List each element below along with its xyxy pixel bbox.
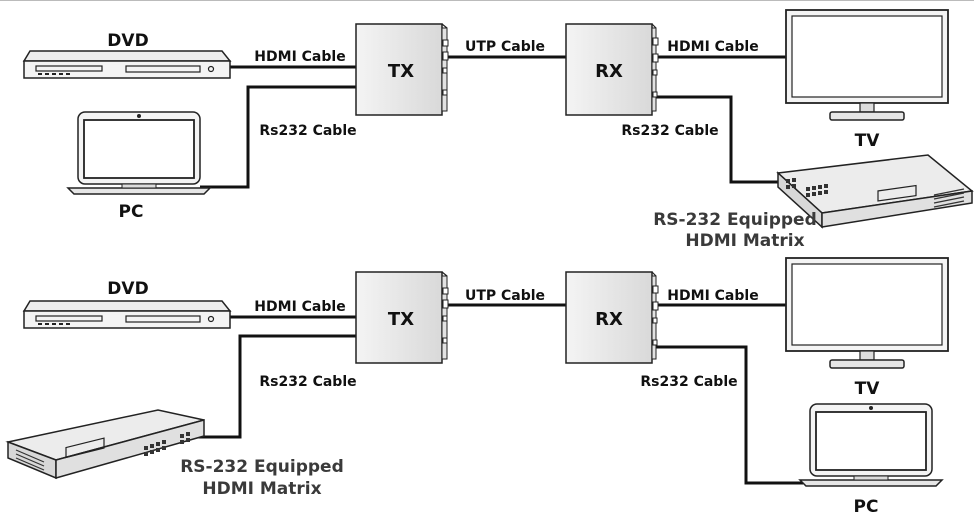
dvd-player-icon (22, 50, 232, 79)
hdmi-out-cable-label: HDMI Cable (667, 39, 758, 55)
tx-label: TX (388, 61, 414, 82)
hdmi-in-cable-label: HDMI Cable (254, 49, 345, 65)
dvd-label: DVD (107, 279, 148, 299)
hdmi-matrix-icon (776, 154, 974, 229)
tv-label: TV (855, 379, 881, 399)
tv-icon (785, 9, 949, 121)
scenario-1: DVD PC TX (22, 9, 974, 251)
laptop-icon (66, 111, 212, 195)
rs232-right-cable-label: Rs232 Cable (640, 374, 737, 390)
matrix-label-line2: HDMI Matrix (202, 479, 321, 499)
rs232-right-cable (656, 95, 780, 184)
rs232-right-cable (656, 345, 803, 485)
tx-extender (355, 271, 449, 364)
matrix-label-line1: RS-232 Equipped (653, 210, 817, 230)
scenario-2: DVD RS-232 Equipped HDMI Matrix TX (5, 257, 949, 517)
rs232-left-cable (200, 85, 356, 189)
rx-label: RX (595, 61, 623, 82)
tv-icon (785, 257, 949, 369)
utp-cable-label: UTP Cable (465, 288, 545, 304)
rx-label: RX (595, 309, 623, 330)
utp-cable-label: UTP Cable (465, 39, 545, 55)
cables (196, 303, 803, 485)
tv-label: TV (855, 131, 881, 151)
pc-label: PC (119, 202, 144, 222)
matrix-label-line1: RS-232 Equipped (180, 457, 344, 477)
cables (200, 55, 786, 189)
tx-extender (355, 23, 449, 116)
dvd-label: DVD (107, 31, 148, 51)
rs232-left-cable-label: Rs232 Cable (259, 374, 356, 390)
hdmi-matrix-icon (5, 409, 205, 480)
rs232-left-cable (196, 334, 356, 439)
rs232-right-cable-label: Rs232 Cable (621, 123, 718, 139)
dvd-player-icon (22, 300, 232, 329)
hdmi-in-cable-label: HDMI Cable (254, 299, 345, 315)
rx-extender (565, 271, 659, 364)
tx-label: TX (388, 309, 414, 330)
rs232-left-cable-label: Rs232 Cable (259, 123, 356, 139)
matrix-label-line2: HDMI Matrix (685, 231, 804, 251)
laptop-icon (798, 403, 944, 487)
pc-label: PC (854, 497, 879, 517)
rx-extender (565, 23, 659, 116)
hdmi-out-cable-label: HDMI Cable (667, 288, 758, 304)
